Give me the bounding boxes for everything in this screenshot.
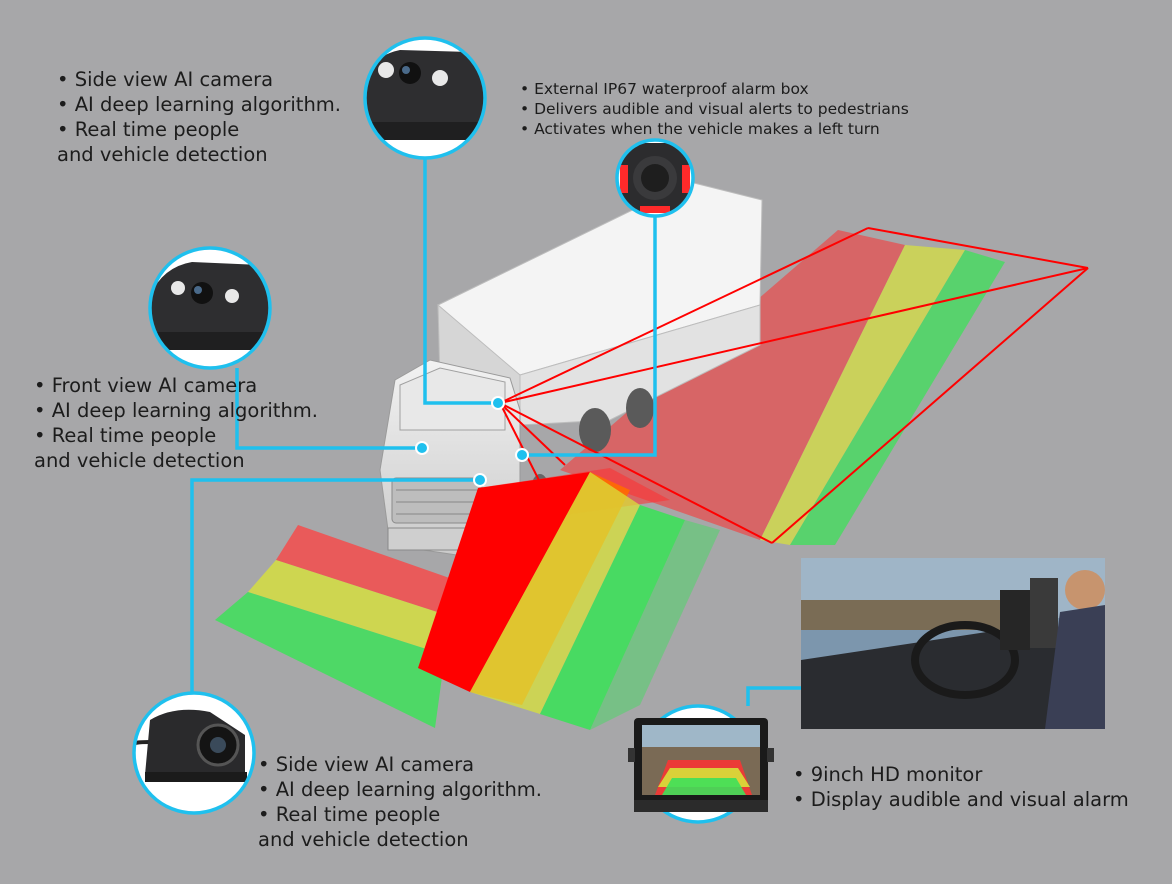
feature-line: • Side view AI camera [258, 753, 475, 776]
alarm-box-text: • External IP67 waterproof alarm box • D… [520, 79, 909, 139]
front-camera-text: • Front view AI camera • AI deep learnin… [34, 373, 318, 473]
ai-camera-icon [148, 246, 272, 370]
feature-line: • Front view AI camera [34, 374, 258, 397]
feature-line: • Real time people [57, 118, 240, 141]
feature-line: and vehicle detection [34, 449, 245, 472]
side-camera-icon [132, 691, 256, 815]
feature-line: and vehicle detection [57, 143, 268, 166]
feature-line: • 9inch HD monitor [793, 763, 983, 786]
monitor-text: • 9inch HD monitor • Display audible and… [793, 762, 1129, 812]
side-detection-zone [560, 230, 1005, 545]
feature-line: • Real time people [34, 424, 217, 447]
feature-line: • AI deep learning algorithm. [258, 778, 542, 801]
side-camera-bottom-text: • Side view AI camera • AI deep learning… [258, 752, 542, 852]
front-detection-zone [418, 468, 720, 730]
feature-line: and vehicle detection [258, 828, 469, 851]
left-detection-zone [215, 525, 478, 728]
feature-line: • External IP67 waterproof alarm box [520, 80, 809, 98]
feature-line: • Side view AI camera [57, 68, 274, 91]
ai-camera-icon [363, 36, 487, 160]
feature-line: • Display audible and visual alarm [793, 788, 1129, 811]
side-camera-top-text: • Side view AI camera • AI deep learning… [57, 67, 341, 167]
feature-line: • Delivers audible and visual alerts to … [520, 100, 909, 118]
feature-line: • Activates when the vehicle makes a lef… [520, 120, 880, 138]
truck-illustration [379, 181, 763, 561]
feature-line: • Real time people [258, 803, 441, 826]
monitor-icon [628, 704, 774, 824]
driver-photo [801, 558, 1105, 729]
feature-line: • AI deep learning algorithm. [34, 399, 318, 422]
feature-line: • AI deep learning algorithm. [57, 93, 341, 116]
detection-rays [499, 227, 1089, 544]
connector-lines [190, 158, 886, 706]
alarm-box-icon [615, 138, 695, 218]
